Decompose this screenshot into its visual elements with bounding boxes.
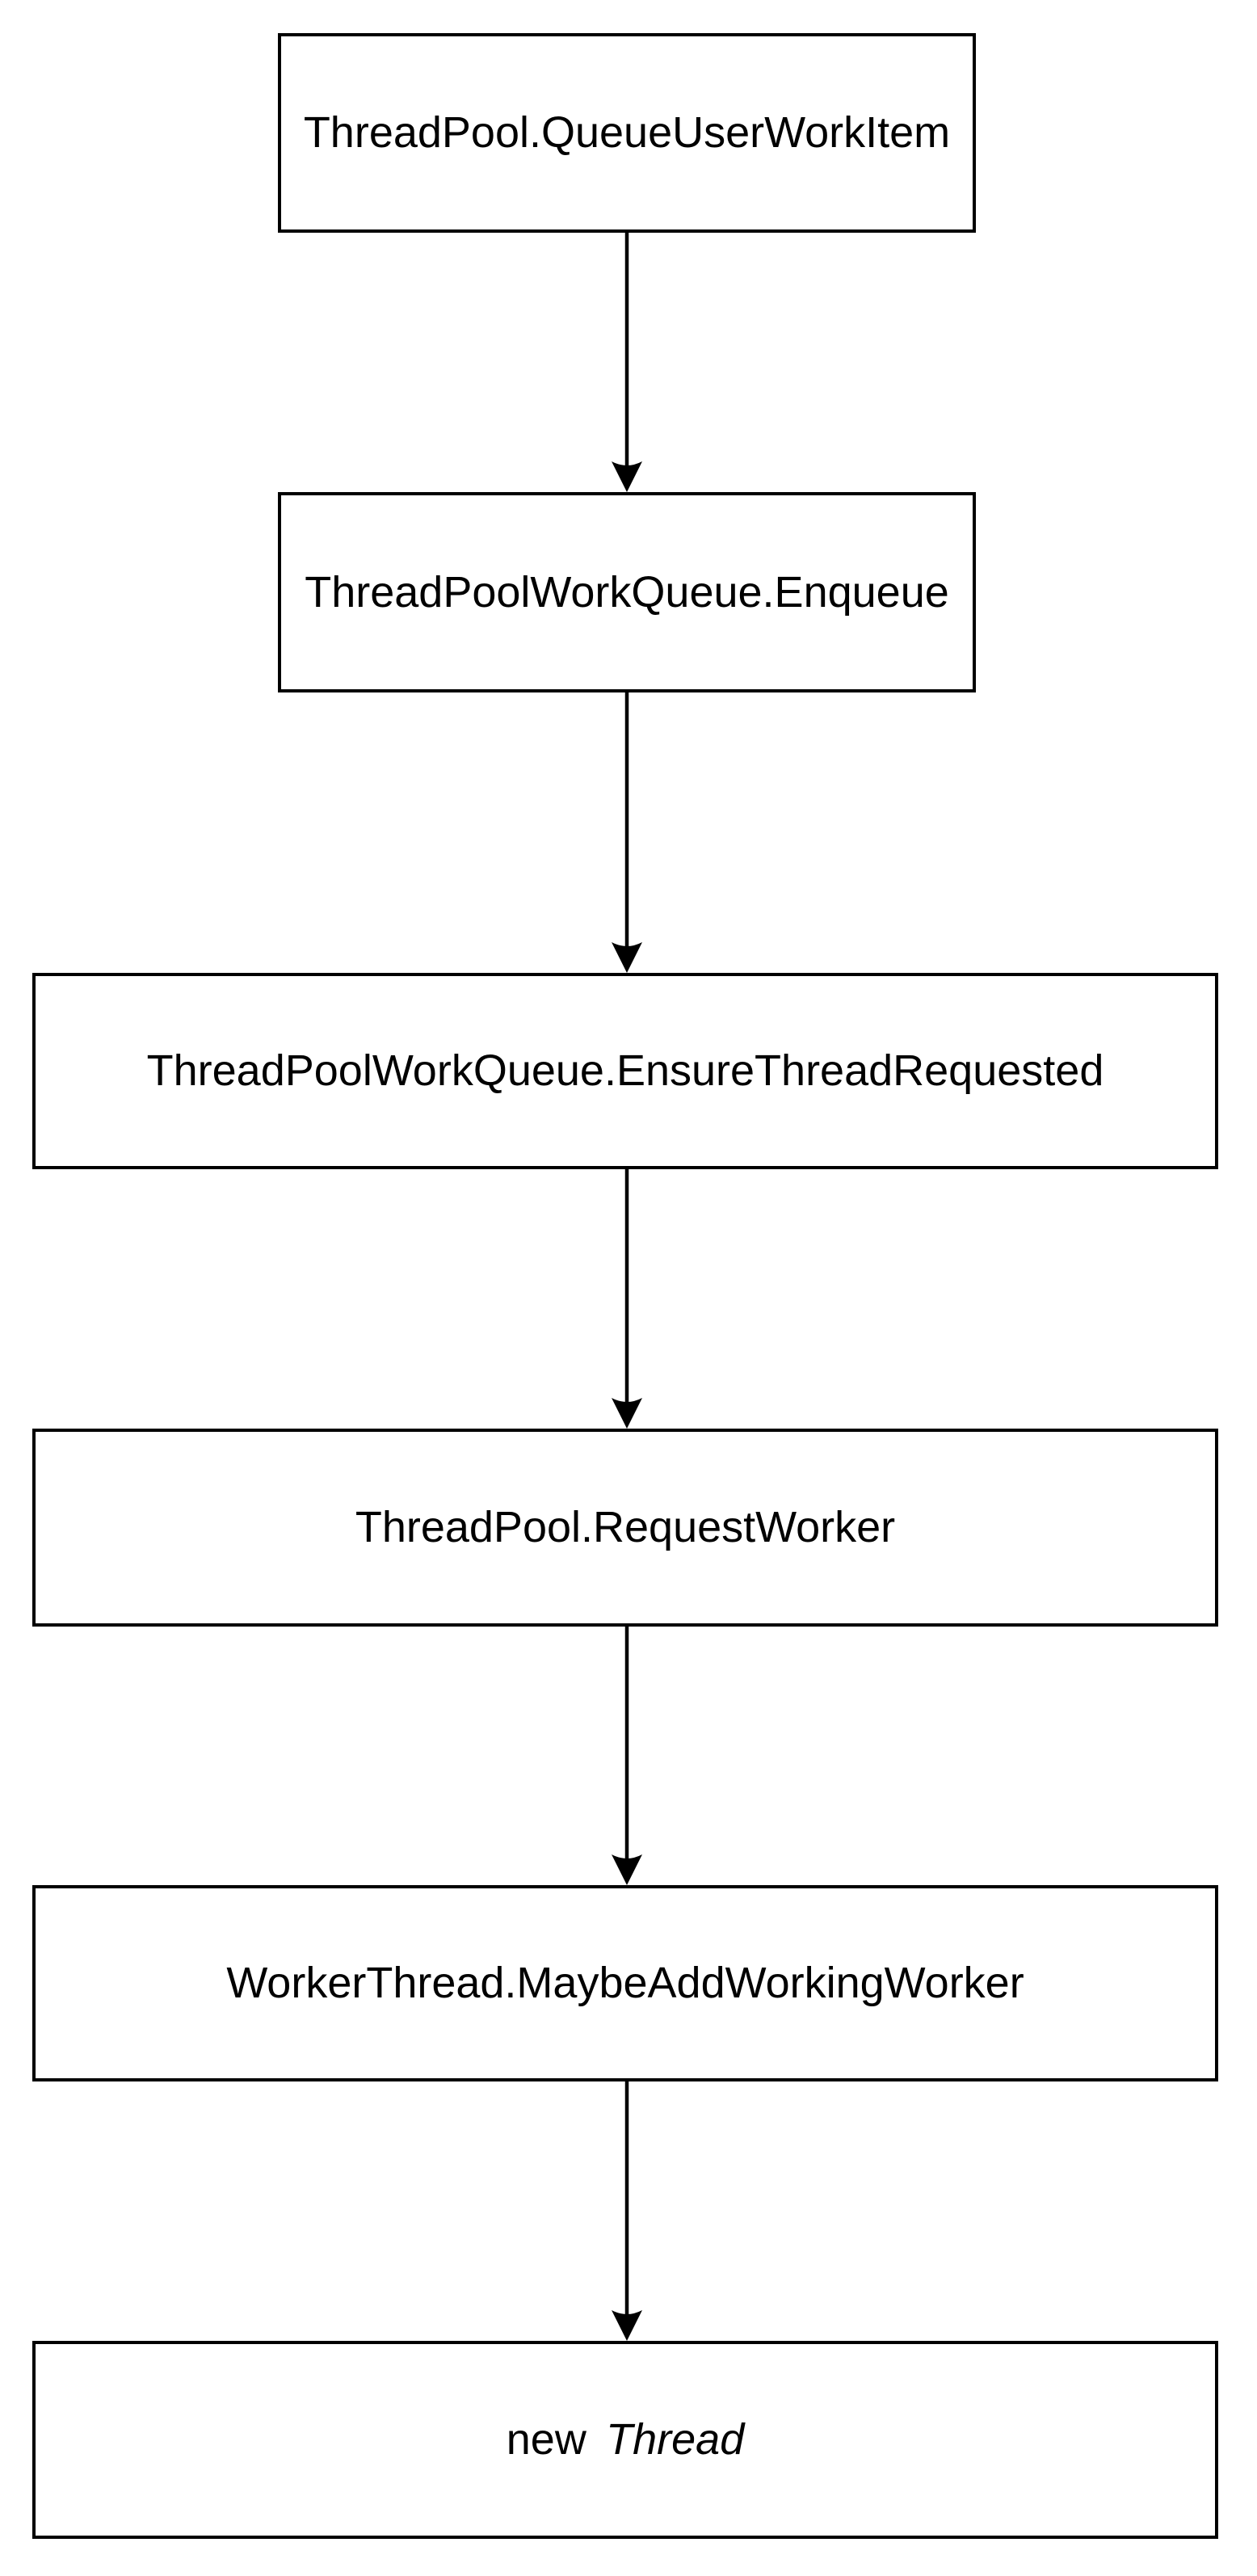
node-label-type-name: Thread bbox=[606, 2415, 745, 2464]
node-label: ThreadPoolWorkQueue.Enqueue bbox=[305, 567, 949, 617]
node-label: new Thread bbox=[507, 2414, 744, 2466]
node-label: WorkerThread.MaybeAddWorkingWorker bbox=[226, 1959, 1024, 2008]
node-threadpool-queueuserworkitem: ThreadPool.QueueUserWorkItem bbox=[278, 33, 976, 233]
flow-arrow-down-4 bbox=[612, 1627, 642, 1885]
node-workerthread-maybeaddworkingworker: WorkerThread.MaybeAddWorkingWorker bbox=[32, 1885, 1218, 2081]
node-new-thread: new Thread bbox=[32, 2341, 1218, 2539]
flow-arrow-down-3 bbox=[612, 1169, 642, 1429]
flow-arrow-down-1 bbox=[612, 233, 642, 492]
flow-arrow-down-5 bbox=[612, 2081, 642, 2341]
node-threadpoolworkqueue-enqueue: ThreadPoolWorkQueue.Enqueue bbox=[278, 492, 976, 692]
node-label: ThreadPool.RequestWorker bbox=[355, 1503, 896, 1552]
node-label: ThreadPool.QueueUserWorkItem bbox=[303, 108, 951, 158]
node-threadpoolworkqueue-ensurethreadrequested: ThreadPoolWorkQueue.EnsureThreadRequeste… bbox=[32, 973, 1218, 1169]
node-threadpool-requestworker: ThreadPool.RequestWorker bbox=[32, 1429, 1218, 1627]
flow-arrow-down-2 bbox=[612, 692, 642, 973]
node-label-keyword: new bbox=[506, 2415, 586, 2464]
node-label: ThreadPoolWorkQueue.EnsureThreadRequeste… bbox=[146, 1046, 1104, 1096]
